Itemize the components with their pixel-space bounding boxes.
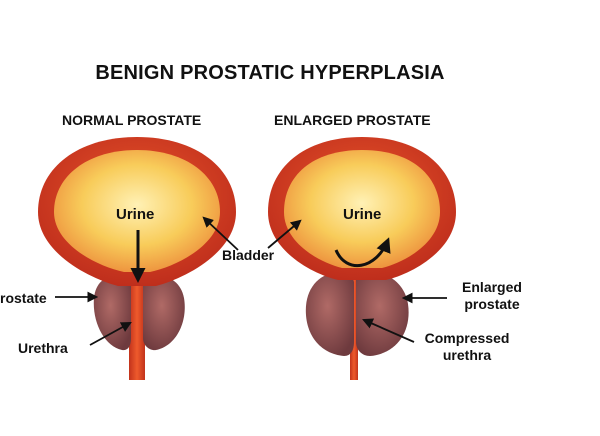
bladder-leader-right <box>267 219 302 249</box>
normal-urine-label: Urine <box>116 206 155 223</box>
enlarged-prostate-left-lobe <box>305 272 354 356</box>
label-leader-lines <box>55 216 447 346</box>
normal-prostate-right-lobe <box>143 275 185 351</box>
compressed-urethra-label-line1: Compressed <box>424 330 510 346</box>
enlarged-bladder-cavity <box>284 150 440 268</box>
enlarged-prostate-figure <box>268 137 456 380</box>
compressed-urethra-label: Compressed urethra <box>418 330 516 364</box>
compressed-urethra-leader <box>362 318 415 343</box>
enlarged-urine-label: Urine <box>343 206 382 223</box>
enlarged-prostate-right-lobe <box>356 272 409 356</box>
enlarged-prostate-heading: ENLARGED PROSTATE <box>274 112 431 128</box>
enlarged-prostate-label-line1: Enlarged <box>462 279 522 295</box>
normal-urethra <box>129 262 145 380</box>
prostate-label: rostate <box>0 290 47 306</box>
normal-bladder-cavity <box>54 150 220 272</box>
bladder-label: Bladder <box>222 247 275 263</box>
urethra-leader <box>89 321 132 346</box>
bladder-leader-left <box>202 216 239 251</box>
normal-prostate-figure <box>38 137 236 380</box>
enlarged-prostate-label-line2: prostate <box>464 296 520 312</box>
compressed-urethra-label-line2: urethra <box>442 347 492 363</box>
normal-prostate-heading: NORMAL PROSTATE <box>62 112 202 128</box>
enlarged-prostate-label: Enlarged prostate <box>452 279 532 313</box>
enlarged-urine-backflow-arrow <box>334 237 391 267</box>
diagram-title: BENIGN PROSTATIC HYPERPLASIA <box>95 62 445 84</box>
urethra-label: Urethra <box>18 340 68 356</box>
